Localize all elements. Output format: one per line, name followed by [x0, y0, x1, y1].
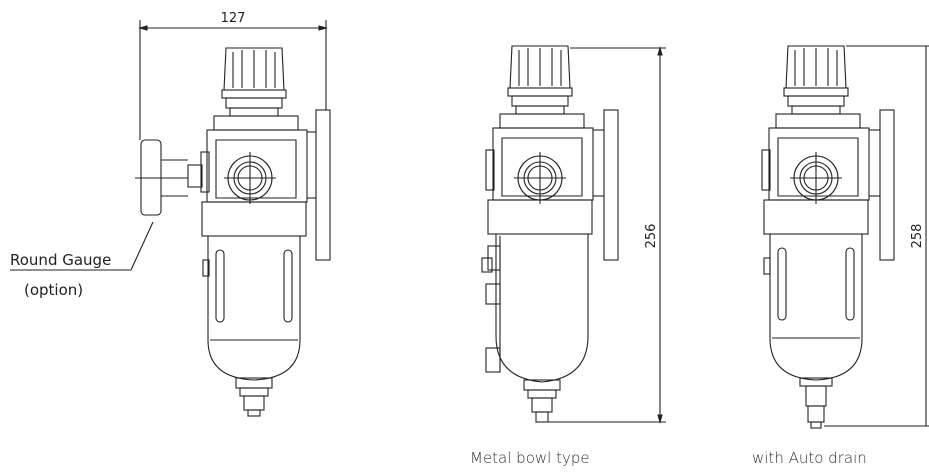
- caption-metal-bowl: Metal bowl type: [470, 449, 590, 467]
- height-dimension-label-auto: 258: [910, 224, 925, 249]
- regulator-knob: [507, 45, 573, 115]
- filter-bowl: [763, 199, 869, 429]
- height-dimension: [548, 45, 666, 425]
- round-gauge: [135, 139, 188, 216]
- regulator-body: [761, 113, 870, 204]
- filter-bowl: [201, 201, 307, 417]
- unit-with-gauge: 127: [10, 11, 331, 417]
- metal-bowl: [481, 199, 593, 423]
- mounting-bracket: [315, 109, 331, 261]
- mounting-bracket: [603, 109, 619, 261]
- unit-metal-bowl: [481, 45, 666, 425]
- width-dimension: 127: [137, 11, 329, 140]
- gauge-leader: [10, 221, 154, 271]
- regulator-body: [187, 115, 308, 204]
- gauge-option-label: (option): [24, 281, 83, 299]
- height-dimension-label-metal: 256: [644, 224, 659, 249]
- gauge-label: Round Gauge: [10, 251, 111, 269]
- regulator-body: [485, 113, 594, 204]
- caption-auto-drain: with Auto drain: [752, 449, 867, 467]
- mounting-bracket: [879, 109, 895, 261]
- height-dimension: [824, 45, 929, 427]
- regulator-knob: [221, 47, 287, 117]
- unit-auto-drain: [761, 45, 929, 429]
- width-dimension-label: 127: [221, 11, 246, 26]
- regulator-knob: [783, 45, 849, 115]
